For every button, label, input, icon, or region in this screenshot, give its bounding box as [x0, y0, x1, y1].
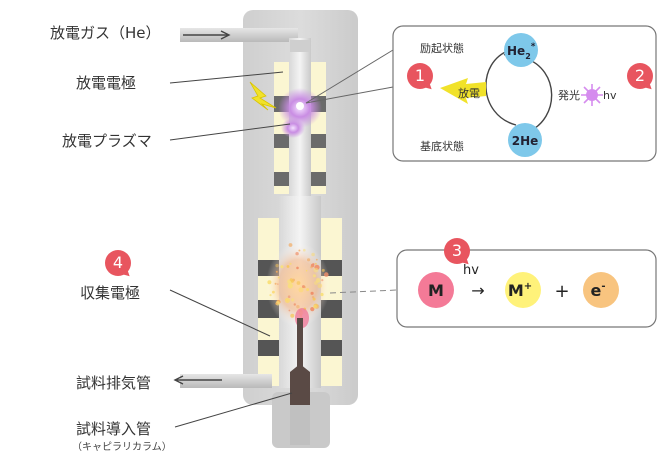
badge-1: 1 — [407, 63, 433, 89]
svg-text:e-: e- — [590, 281, 605, 300]
hv-label: hv — [603, 89, 617, 102]
spark-dot — [277, 283, 279, 285]
badge-3: 3 — [444, 238, 470, 264]
spark-dot — [277, 276, 280, 279]
spark-dot — [315, 278, 321, 283]
spark-dot — [274, 282, 277, 285]
spark-dot — [311, 252, 315, 257]
analyte-molecule: M — [418, 272, 454, 308]
spark-dot — [310, 291, 314, 295]
svg-text:M: M — [428, 281, 444, 300]
spark-dot — [267, 280, 272, 285]
spark-dot — [324, 272, 329, 277]
spark-dot — [310, 266, 313, 269]
photon-energy-label: hv — [463, 263, 479, 278]
callout-lines-lower — [329, 289, 398, 294]
inlet-label: 試料導入管 — [76, 420, 152, 438]
spark-dot — [310, 307, 315, 312]
energy-cycle-box — [392, 25, 657, 162]
emission-label: 発光 — [558, 88, 580, 102]
spark-dot — [312, 274, 316, 278]
callout-lines-upper — [305, 49, 394, 104]
spark-dot — [317, 283, 323, 289]
discharge-label: 放電 — [458, 86, 480, 100]
spark-dot — [313, 304, 317, 309]
spark-dot — [290, 313, 295, 318]
plus-sign: + — [554, 281, 569, 302]
electron: e- — [583, 272, 619, 308]
leader-lines — [169, 71, 293, 428]
spark-dot — [303, 286, 306, 289]
spark-dot — [275, 302, 278, 305]
spark-dot — [311, 296, 315, 299]
ground-state-label: 基底状態 — [420, 139, 464, 153]
spark-dot — [288, 243, 293, 247]
spark-dot — [291, 298, 295, 302]
spark-dot — [315, 258, 318, 261]
spark-dot — [287, 295, 291, 299]
reaction-arrow: → — [471, 281, 484, 300]
spark-dot — [287, 283, 293, 289]
svg-text:M+: M+ — [508, 281, 532, 300]
gas-inlet-tube — [180, 28, 298, 42]
plasma-glow-icon — [278, 88, 322, 138]
gas-label: 放電ガス（He） — [50, 24, 161, 42]
two-he-atoms: 2He — [508, 123, 542, 157]
spark-dot — [306, 288, 310, 292]
spark-dot — [284, 297, 291, 303]
spark-dot — [298, 287, 304, 293]
spark-dot — [289, 278, 293, 282]
exhaust-label: 試料排気管 — [76, 374, 152, 392]
electrode-label: 放電電極 — [76, 74, 137, 92]
svg-text:He2*: He2* — [507, 42, 536, 61]
spark-dot — [303, 248, 306, 252]
badge-2: 2 — [627, 63, 653, 89]
badge-4: 4 — [105, 250, 131, 276]
spark-dot — [313, 267, 319, 273]
spark-dot — [269, 294, 272, 297]
sample-inlet-capillary — [290, 318, 310, 445]
svg-text:2He: 2He — [512, 134, 539, 148]
spark-dot — [288, 309, 291, 312]
tube-cap — [290, 40, 310, 52]
spark-dot — [296, 266, 299, 270]
excited-state-label: 励起状態 — [420, 41, 464, 55]
spark-dot — [320, 292, 324, 297]
he2-excited-molecule: He2* — [504, 33, 538, 67]
spark-dot — [298, 249, 301, 252]
inlet-sublabel: （キャピラリカラム） — [72, 442, 172, 453]
spark-dot — [275, 263, 279, 268]
spark-dot — [314, 262, 317, 265]
spark-dot — [286, 265, 290, 268]
lightning-bolt-icon — [249, 81, 277, 111]
spark-dot — [295, 252, 299, 256]
spark-dot — [321, 268, 325, 272]
molecular-ion: M+ — [505, 272, 541, 308]
spark-dot — [296, 305, 300, 309]
photon-burst-icon — [581, 84, 603, 106]
spark-dot — [296, 281, 301, 285]
sample-exhaust-tube — [173, 374, 272, 388]
spark-dot — [280, 265, 284, 269]
spark-dot — [275, 270, 278, 273]
spark-dot — [289, 262, 292, 265]
plasma-label: 放電プラズマ — [62, 132, 152, 150]
spark-dot — [305, 269, 308, 272]
spark-dot — [293, 303, 296, 306]
spark-dot — [321, 279, 324, 282]
discharge-energy-arrow — [440, 78, 486, 104]
spark-dot — [307, 258, 311, 262]
spark-dot — [272, 290, 275, 294]
collector-label: 収集電極 — [80, 284, 141, 302]
